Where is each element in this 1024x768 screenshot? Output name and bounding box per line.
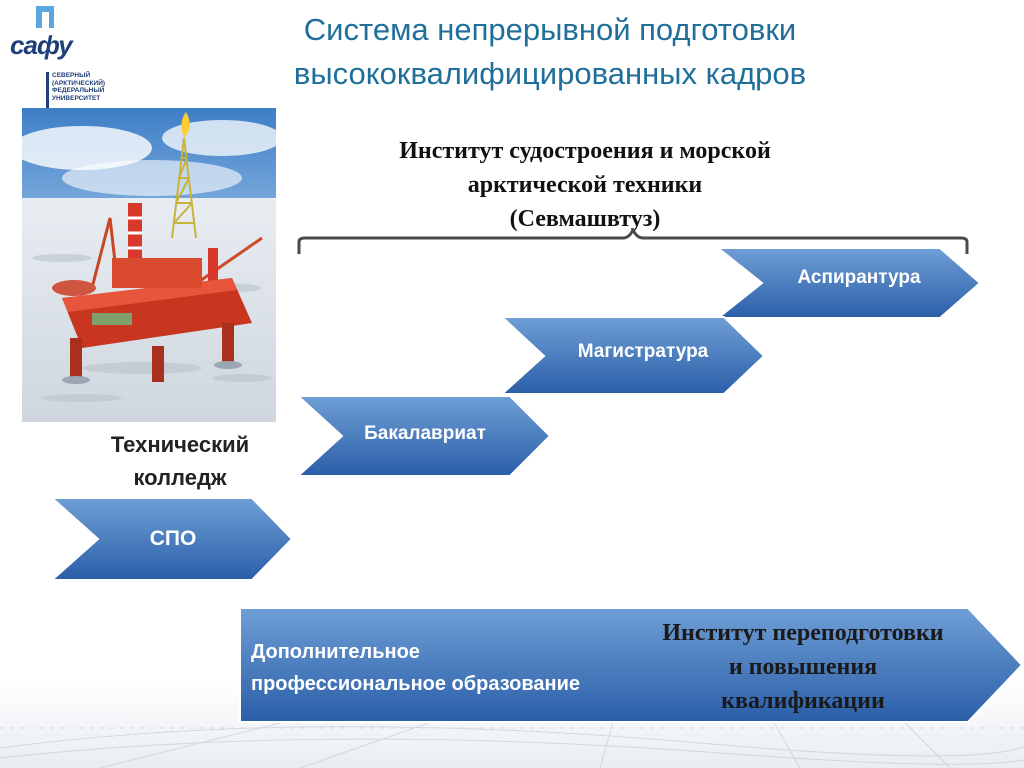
bachelor-label: Бакалавриат	[364, 423, 486, 444]
additional-education-label: Дополнительное профессиональное образова…	[251, 636, 631, 700]
university-logo: сафу СЕВЕРНЫЙ (АРКТИЧЕСКИЙ) ФЕДЕРАЛЬНЫЙ …	[8, 6, 105, 110]
spo-label: СПО	[149, 527, 197, 550]
slide-title: Система непрерывной подготовки высококва…	[150, 8, 950, 96]
additional-label-line: профессиональное образование	[251, 673, 581, 695]
oil-platform-image	[22, 108, 276, 422]
institute-brace	[297, 228, 969, 254]
institute-label-line: арктической техники	[467, 172, 703, 198]
arrow-bachelor: Бакалавриат	[298, 394, 552, 478]
institute-shipbuilding-label: Институт судостроения и морской арктичес…	[340, 134, 830, 236]
logo-mark-icon	[12, 6, 84, 54]
retraining-label-line: Институт переподготовки	[662, 620, 944, 646]
logo-subtitle-line: (АРКТИЧЕСКИЙ)	[52, 79, 106, 87]
logo-wordmark: сафу	[10, 30, 73, 60]
master-label: Магистратура	[577, 341, 709, 362]
additional-label-line: Дополнительное	[251, 641, 420, 663]
logo-subtitle-line: УНИВЕРСИТЕТ	[52, 94, 101, 102]
slide-title-line: высококвалифицированных кадров	[293, 56, 807, 91]
technical-college-label: Технический колледж	[80, 428, 280, 494]
arrow-postgraduate: Аспирантура	[718, 242, 980, 324]
college-label-line: колледж	[133, 465, 227, 490]
college-label-line: Технический	[110, 432, 250, 457]
retraining-label-line: квалификации	[721, 688, 885, 714]
logo-subtitle-line: СЕВЕРНЫЙ	[52, 72, 91, 79]
retraining-institute-label: Институт переподготовки и повышения квал…	[628, 616, 978, 718]
retraining-label-line: и повышения	[728, 654, 878, 680]
arrow-additional-education	[238, 606, 1024, 724]
institute-label-line: Институт судостроения и морской	[399, 138, 771, 164]
arrow-spo: СПО	[52, 496, 294, 582]
slide-title-line: Система непрерывной подготовки	[303, 12, 797, 47]
arrow-master: Магистратура	[502, 314, 764, 396]
logo-subtitle: СЕВЕРНЫЙ (АРКТИЧЕСКИЙ) ФЕДЕРАЛЬНЫЙ УНИВЕ…	[52, 72, 106, 102]
logo-divider	[46, 72, 49, 110]
postgraduate-label: Аспирантура	[797, 267, 921, 288]
logo-subtitle-line: ФЕДЕРАЛЬНЫЙ	[52, 87, 105, 94]
institute-label-line: (Севмашвтуз)	[509, 206, 661, 232]
